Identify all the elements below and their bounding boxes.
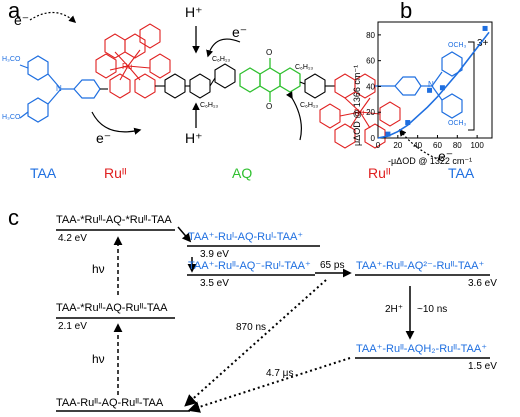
taa-right xyxy=(375,51,463,119)
h-label-bottom: H⁺ xyxy=(185,130,203,146)
label-10ns: ~10 ns xyxy=(417,304,448,315)
e-arrow-top-left xyxy=(29,11,77,23)
level-6-label: TAA⁺-Ruᴵᴵ-AQ²⁻-Ruᴵᴵ-TAA⁺ xyxy=(356,259,484,272)
level-7-label: TAA⁺-Ruᴵᴵ-AQH₂-Ruᴵᴵ-TAA⁺ xyxy=(356,342,487,355)
x-tick-label: 20 xyxy=(393,141,402,150)
level-1-label: TAA-*Ruᴵᴵ-AQ-*Ruᴵᴵ-TAA xyxy=(56,214,172,226)
arrow-4.7us xyxy=(187,357,351,413)
taa-left xyxy=(19,55,101,123)
level-1-text: TAA-*Ruᴵᴵ-AQ-*Ruᴵᴵ-TAA xyxy=(56,214,172,226)
level-3-text: TAA-Ruᴵᴵ-AQ-Ruᴵᴵ-TAA xyxy=(56,397,164,409)
level-4-text: TAA⁺-Ruᴵ-AQ-Ruᴵ-TAA⁺ xyxy=(188,231,304,243)
energy-levels xyxy=(56,229,490,412)
sub-n-right: N xyxy=(428,80,434,89)
sub-och3-top: OCH₃ xyxy=(448,42,467,49)
level-7-energy: 1.5 eV xyxy=(468,361,497,372)
label-4.7us: 4.7 μs xyxy=(266,368,294,379)
linker-left xyxy=(100,63,236,99)
e-arrow-bottom-right xyxy=(399,128,441,161)
panel-label-a: a xyxy=(8,0,21,23)
sub-h3co-top: H₃CO xyxy=(2,56,21,63)
linker-right xyxy=(299,73,335,99)
data-point xyxy=(439,85,445,91)
level-4-label: TAA⁺-Ruᴵ-AQ-Ruᴵ-TAA⁺ xyxy=(188,230,303,243)
data-point xyxy=(385,131,391,137)
e-arrow-mid-left xyxy=(91,111,142,135)
sub-n-left: N xyxy=(56,84,62,93)
x-tick-label: 60 xyxy=(433,141,442,150)
y-tick-label: 60 xyxy=(366,57,375,66)
e-label-bottom-right: e⁻ xyxy=(438,148,454,164)
y-tick-label: 20 xyxy=(366,108,375,117)
sub-ru-right: Ru xyxy=(354,108,365,117)
e-label-top-left: e⁻ xyxy=(14,12,30,28)
arrow-870ns xyxy=(184,279,327,407)
level-1-energy: 4.2 eV xyxy=(58,233,87,244)
sub-ru-left: Ru xyxy=(122,62,133,71)
data-point xyxy=(482,25,488,31)
chart-ylabel: μΔOD @ 1366 cm⁻¹ xyxy=(352,64,362,146)
level-6-energy: 3.6 eV xyxy=(468,278,497,289)
x-tick-label: 40 xyxy=(413,141,422,150)
charge-label: 3+ xyxy=(477,38,489,49)
charge-bracket xyxy=(468,41,475,131)
e-arrow-mid-right xyxy=(285,91,302,141)
ru-complex-right xyxy=(319,73,401,149)
e-label-mid-left: e⁻ xyxy=(96,130,112,146)
sub-c6h13-4: C₆H₁₃ xyxy=(300,102,319,109)
label-65ps: 65 ps xyxy=(320,260,345,271)
level-4-energy: 3.9 eV xyxy=(200,249,229,260)
anthraquinone xyxy=(239,58,301,102)
sub-c6h13-2: C₆H₁₃ xyxy=(200,102,219,109)
level-5-text: TAA⁺-Ruᴵᴵ-AQ⁻-Ruᴵ-TAA⁺ xyxy=(188,260,311,272)
y-tick-label: 0 xyxy=(371,134,376,143)
label-870ns: 870 ns xyxy=(236,322,267,333)
data-point xyxy=(427,87,433,93)
panel-label-b: b xyxy=(400,0,413,23)
h-label-top: H⁺ xyxy=(185,4,203,20)
level-5-energy: 3.5 eV xyxy=(200,278,229,289)
label-taa-right: TAA xyxy=(448,165,475,181)
level-7-text: TAA⁺-Ruᴵᴵ-AQH₂-Ruᴵᴵ-TAA⁺ xyxy=(356,343,487,355)
sub-c6h13-3: C₆H₁₃ xyxy=(295,64,314,71)
label-ru-left: Ruᴵᴵ xyxy=(104,165,127,181)
label-ru-right: Ruᴵᴵ xyxy=(368,165,391,181)
label-2h: 2H⁺ xyxy=(385,304,404,315)
level-5-label: TAA⁺-Ruᴵᴵ-AQ⁻-Ruᴵ-TAA⁺ xyxy=(188,259,311,272)
sub-o-bottom: O xyxy=(266,102,273,111)
arrow-to-3.9 xyxy=(177,226,192,243)
e-label-top-right: e⁻ xyxy=(232,24,248,40)
fit-line xyxy=(377,31,490,139)
sub-och3-bottom: OCH₃ xyxy=(448,120,467,127)
x-tick-label: 100 xyxy=(470,141,484,150)
e-arrow-top-right xyxy=(206,38,241,58)
level-2-text: TAA-*Ruᴵᴵ-AQ-Ruᴵᴵ-TAA xyxy=(56,302,168,314)
hv-label-lower: hν xyxy=(92,352,105,366)
label-taa-left: TAA xyxy=(30,165,57,181)
x-tick-label: 0 xyxy=(376,141,381,150)
level-2-energy: 2.1 eV xyxy=(58,321,87,332)
y-tick-label: 80 xyxy=(366,31,375,40)
y-tick-label: 40 xyxy=(366,82,375,91)
sub-c6h13-1: C₆H₁₃ xyxy=(212,56,231,63)
ru-complex-left xyxy=(95,23,171,99)
chart-xlabel: -μΔOD @ 1322 cm⁻¹ xyxy=(388,156,473,166)
label-aq: AQ xyxy=(232,165,253,181)
chart-frame xyxy=(377,21,493,139)
panel-label-c: c xyxy=(8,205,19,230)
sub-o-top: O xyxy=(266,48,273,57)
x-tick-label: 80 xyxy=(453,141,462,150)
level-3-label: TAA-Ruᴵᴵ-AQ-Ruᴵᴵ-TAA xyxy=(56,397,163,409)
level-6-text: TAA⁺-Ruᴵᴵ-AQ²⁻-Ruᴵᴵ-TAA⁺ xyxy=(356,260,485,272)
hv-label-upper: hν xyxy=(92,262,105,276)
data-point xyxy=(405,120,411,126)
level-2-label: TAA-*Ruᴵᴵ-AQ-Ruᴵᴵ-TAA xyxy=(56,302,167,314)
sub-h3co-bottom: H₃CO xyxy=(2,114,21,121)
